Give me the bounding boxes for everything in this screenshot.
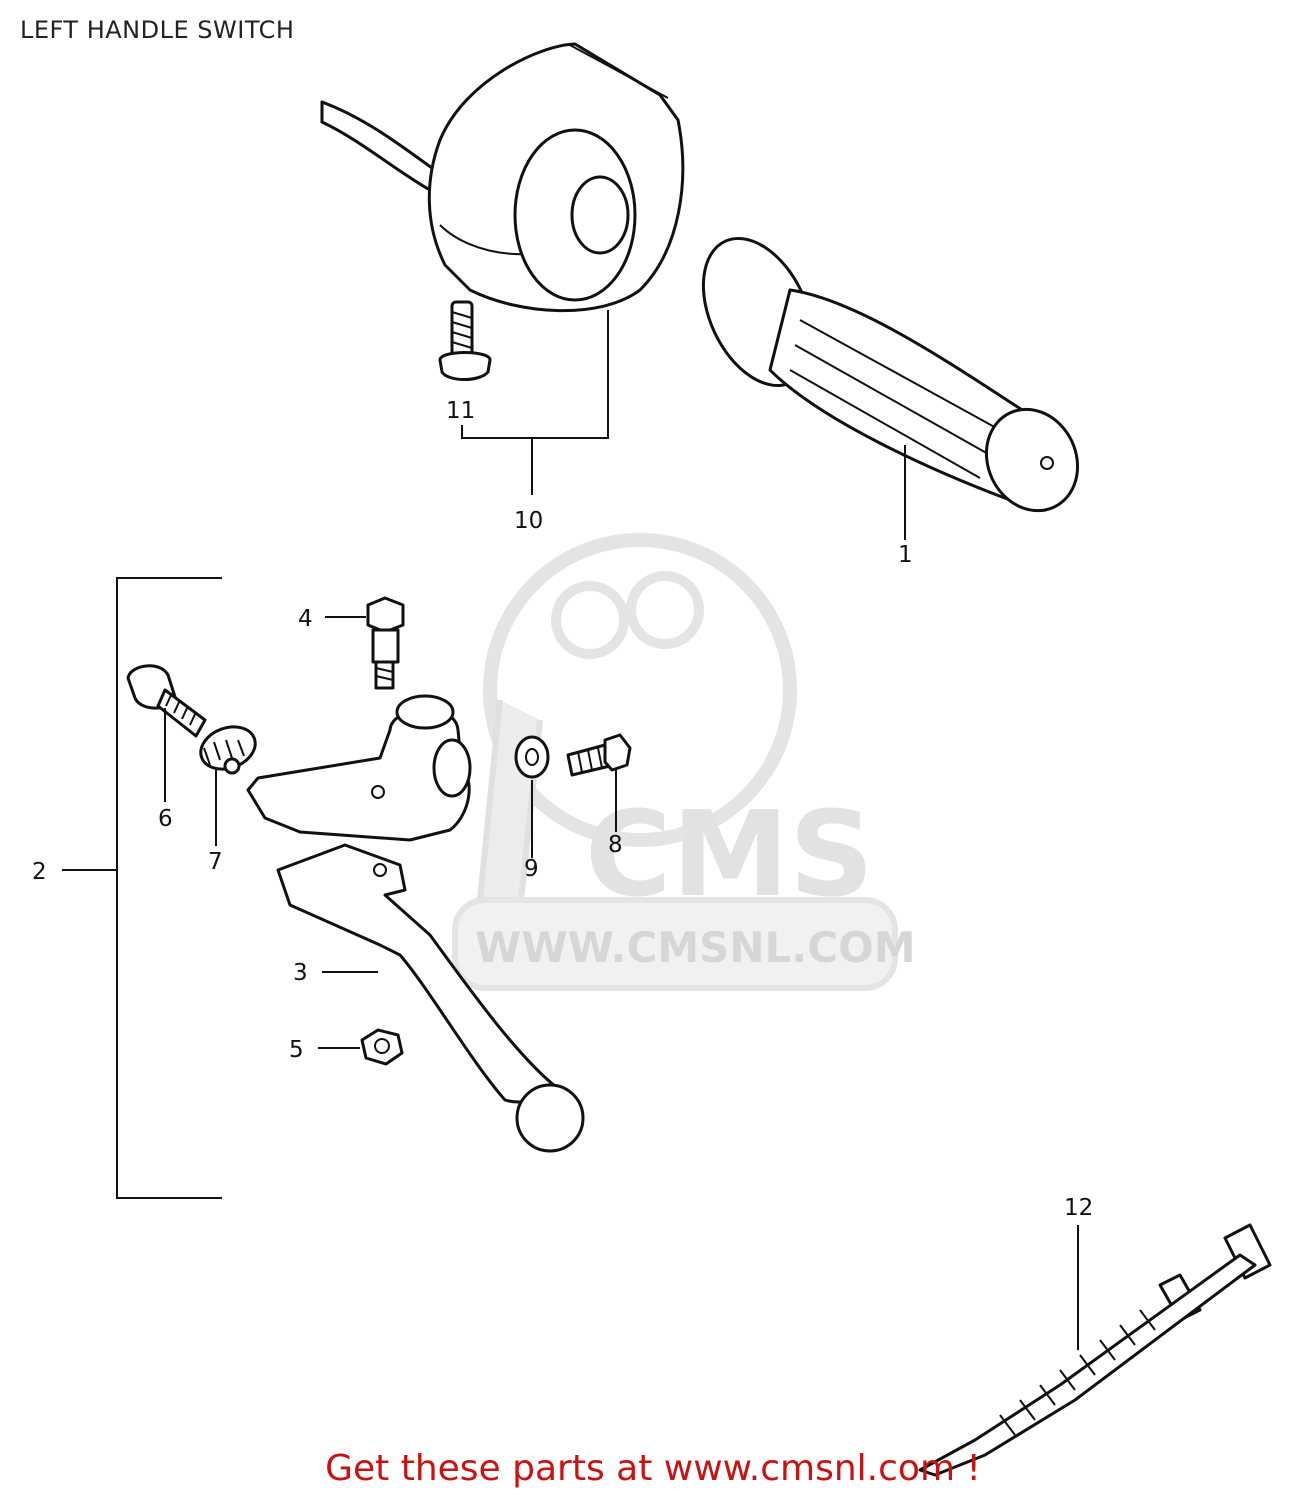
callout-12: 12 (1064, 1195, 1093, 1221)
footer-promo-link[interactable]: Get these parts at www.cmsnl.com ! (325, 1448, 981, 1489)
callout-2: 2 (32, 859, 47, 885)
callout-1: 1 (898, 542, 913, 568)
callout-11: 11 (446, 398, 475, 424)
callout-8: 8 (608, 832, 623, 858)
cmsnl-watermark: CMS WWW.CMSNL.COM (452, 533, 916, 991)
leader-10 (461, 310, 609, 495)
part-9-washer[interactable] (514, 735, 550, 779)
watermark-mascot-head (483, 533, 797, 847)
part-7-locknut[interactable] (195, 720, 261, 777)
callout-6: 6 (158, 806, 173, 832)
part-5-nut[interactable] (360, 1028, 404, 1066)
watermark-goggle-left (551, 581, 629, 659)
watermark-banner (452, 897, 898, 991)
part-12-cable-tie[interactable] (918, 1223, 1272, 1477)
watermark-url-text: WWW.CMSNL.COM (475, 923, 916, 972)
part-4-bolt[interactable] (366, 596, 405, 690)
part-6-adjuster-screw[interactable] (126, 664, 207, 738)
part-8-bolt[interactable] (566, 733, 632, 777)
part-11-screw[interactable] (438, 300, 492, 381)
callout-4: 4 (298, 606, 313, 632)
callout-5: 5 (289, 1037, 304, 1063)
part-10-switch-housing[interactable] (320, 42, 685, 313)
callout-9: 9 (524, 856, 539, 882)
callout-10: 10 (514, 508, 543, 534)
callout-7: 7 (208, 849, 223, 875)
leader-2 (62, 577, 222, 1199)
watermark-goggle-right (626, 571, 704, 649)
page-title: LEFT HANDLE SWITCH (20, 16, 295, 44)
part-2-lever-holder[interactable] (246, 694, 472, 842)
part-3-clutch-lever[interactable] (276, 843, 585, 1153)
part-1-grip[interactable] (682, 221, 1094, 526)
watermark-logo-text: CMS (585, 785, 874, 923)
callout-3: 3 (293, 960, 308, 986)
